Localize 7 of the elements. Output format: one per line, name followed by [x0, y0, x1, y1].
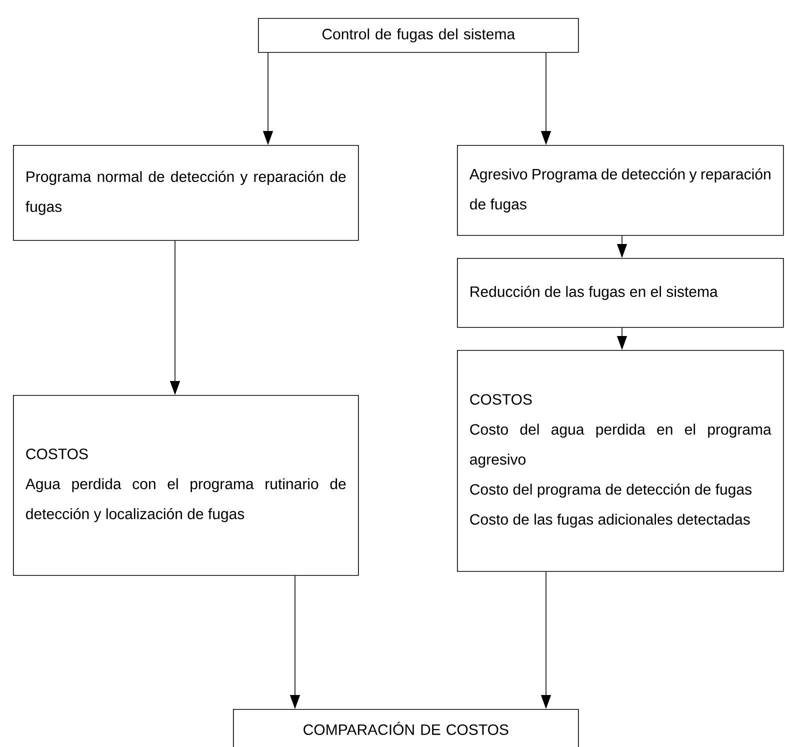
process-box: COSTOS Costo del agua perdida en el programa agresivo Costo del programa de detección de fugas Costo de las fugas adicionales detectadas	[457, 350, 784, 572]
process-box: COSTOS Agua perdida con el programa rutinario de detección y localización de fugas	[13, 394, 359, 576]
process-box: Agresivo Programa de detección y reparación de fugas	[457, 144, 784, 236]
process-box: COMPARACIÓN DE COSTOS	[233, 708, 579, 747]
process-box: Control de fugas del sistema	[258, 18, 579, 53]
process-box: Reducción de las fugas en el sistema	[457, 258, 784, 328]
process-box: Programa normal de detección y reparación de fugas	[13, 144, 359, 241]
